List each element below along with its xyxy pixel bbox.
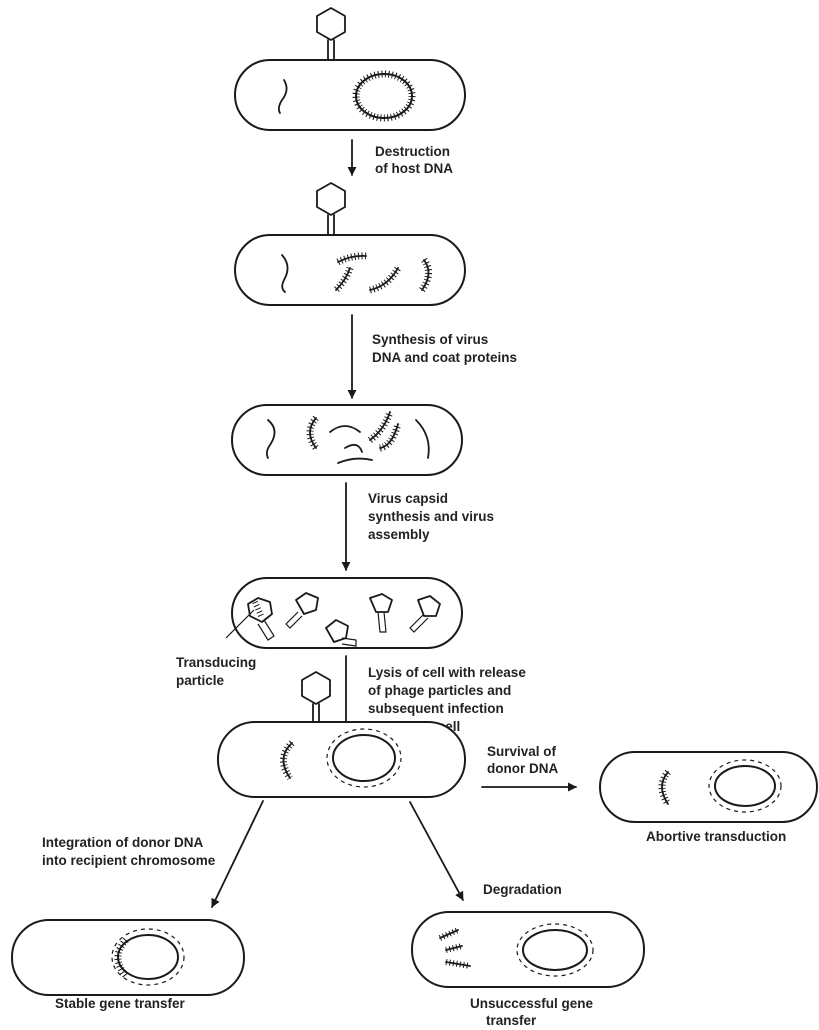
label-survival: Survival of donor DNA: [487, 744, 560, 776]
phage-dna-strand: [281, 254, 289, 293]
cell-3-synthesis: [231, 404, 463, 476]
pointer-transducing: [225, 609, 255, 639]
caption-stable: Stable gene transfer: [55, 996, 186, 1011]
label-transducing-particle: Transducing particle: [176, 655, 260, 688]
recipient-chromosome-5: [326, 728, 402, 788]
phage-1: [316, 7, 346, 61]
transducing-particle: [247, 597, 275, 641]
host-dna-fragment: [277, 79, 288, 114]
cell-unsuccessful: [411, 911, 645, 988]
degraded-dna-fragments: [438, 927, 471, 969]
cell-1-host: [234, 59, 466, 131]
label-capsid: Virus capsid synthesis and virus assembl…: [368, 491, 498, 542]
host-dna-fragments-2: [333, 252, 432, 294]
phage-5: [301, 671, 331, 723]
caption-abortive: Abortive transduction: [646, 829, 786, 844]
cell-4-assembly: [231, 577, 463, 649]
phage-particles-assembled: [285, 592, 441, 647]
cell-stable: [11, 919, 245, 996]
cell-5-recipient: [217, 721, 466, 798]
label-synthesis: Synthesis of virus DNA and coat proteins: [372, 332, 517, 365]
host-chromosome-1: [352, 70, 416, 122]
label-integration: Integration of donor DNA into recipient …: [42, 835, 216, 868]
label-destruction: Destruction of host DNA: [375, 144, 454, 176]
label-lysis: Lysis of cell with release of phage part…: [368, 665, 530, 734]
caption-unsuccessful: Unsuccessful gene transfer: [470, 996, 597, 1028]
donor-dna-abortive: [661, 771, 669, 805]
chromosome-unsuccessful: [516, 923, 594, 977]
arrow-integration: [211, 800, 264, 908]
chromosome-abortive: [708, 759, 782, 813]
chromosome-stable: [111, 928, 185, 986]
label-degradation: Degradation: [483, 882, 562, 897]
phage-2: [316, 182, 346, 236]
phage-dna-copies: [265, 410, 430, 464]
arrow-degradation: [409, 801, 464, 901]
